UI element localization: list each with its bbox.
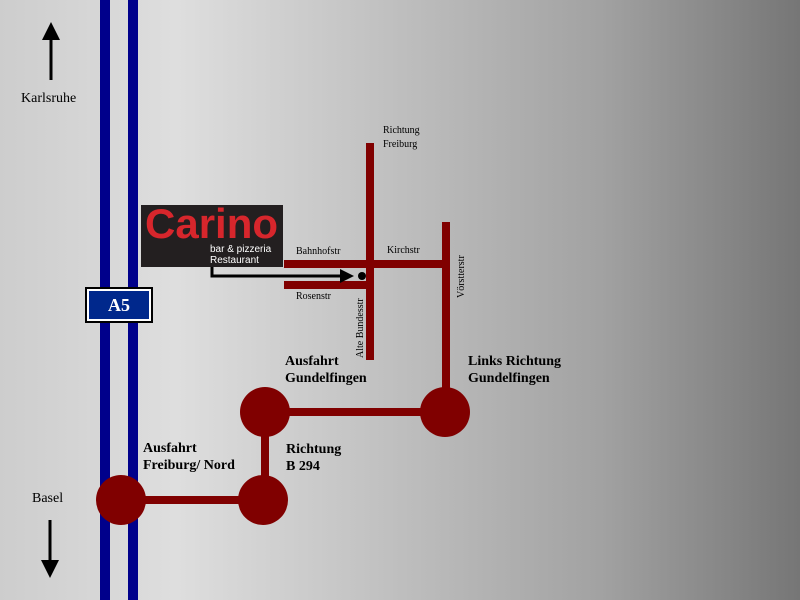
logo-line2: Restaurant: [210, 255, 259, 266]
road-alte-bundesstr: [366, 143, 374, 360]
label-line: Freiburg: [383, 139, 418, 150]
street-bahnhofstr: Bahnhofstr: [296, 246, 341, 257]
direction-freiburg: Richtung Freiburg: [383, 124, 420, 152]
north-arrow-icon: [42, 22, 60, 80]
road-rosenstr: [284, 281, 370, 289]
city-karlsruhe: Karlsruhe: [21, 91, 77, 106]
city-basel: Basel: [32, 491, 64, 506]
carino-logo: Carino bar & pizzeria Restaurant: [141, 200, 283, 267]
roundabout: [238, 475, 288, 525]
road-voerstetterstr: [442, 222, 450, 412]
label-line: Gundelfingen: [285, 371, 367, 386]
roundabout: [240, 387, 290, 437]
label-line: Links Richtung: [468, 354, 561, 369]
label-ausfahrt-gundelfingen: Ausfahrt Gundelfingen: [285, 353, 367, 387]
street-alte-bundesstr: Alte Bundesstr: [355, 298, 366, 358]
logo-line1: bar & pizzeria: [210, 244, 272, 255]
label-line: Ausfahrt: [143, 441, 197, 456]
street-kirchstr: Kirchstr: [387, 245, 420, 256]
road-exit-freiburg-nord: [121, 496, 263, 504]
road-bahnhofstr-kirchstr: [284, 260, 450, 268]
label-line: Gundelfingen: [468, 371, 550, 386]
street-voerstetterstr: Vörstterstr: [456, 255, 467, 298]
south-arrow-icon: [41, 520, 59, 578]
label-line: Ausfahrt: [285, 354, 339, 369]
label-line: B 294: [286, 459, 320, 474]
label-line: Richtung: [286, 442, 342, 457]
label-line: Freiburg/ Nord: [143, 458, 235, 473]
label-links-gundelfingen: Links Richtung Gundelfingen: [468, 353, 561, 387]
street-rosenstr: Rosenstr: [296, 291, 331, 302]
route-arrow-icon: [210, 267, 354, 283]
logo-name: Carino: [145, 200, 279, 247]
destination-marker-icon: [358, 272, 366, 280]
road-gundelfingen: [265, 408, 445, 416]
label-ausfahrt-freiburg-nord: Ausfahrt Freiburg/ Nord: [143, 440, 235, 474]
logo-subtitle: bar & pizzeria Restaurant: [210, 244, 271, 266]
label-richtung-b294: Richtung B 294: [286, 441, 341, 475]
highway-sign: A5: [85, 287, 153, 323]
label-line: Richtung: [383, 125, 420, 136]
road-b294: [261, 412, 269, 500]
roundabout: [96, 475, 146, 525]
roundabout: [420, 387, 470, 437]
